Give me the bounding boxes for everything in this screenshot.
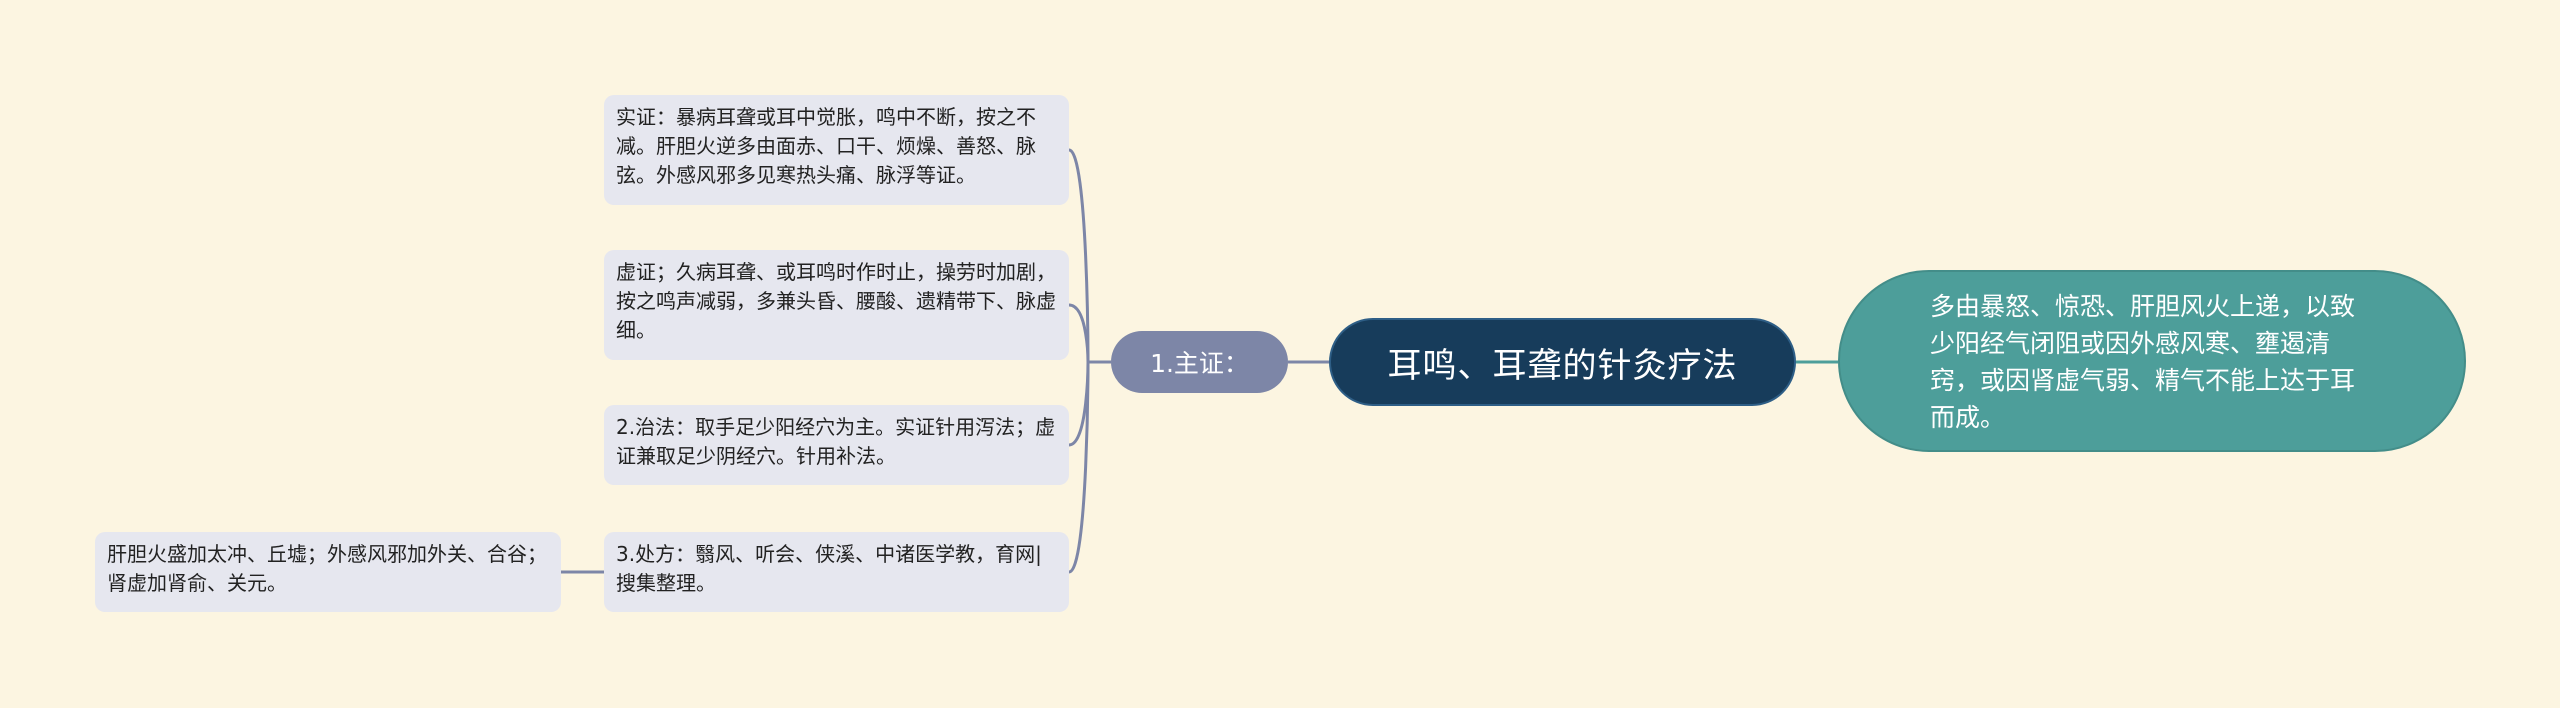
root-topic[interactable]: 耳鸣、耳聋的针灸疗法 bbox=[1329, 318, 1796, 406]
main-symptom-topic[interactable]: 1.主证： bbox=[1111, 331, 1288, 393]
connector-main-leaf3 bbox=[1068, 360, 1111, 447]
main-symptom-label: 1.主证： bbox=[1150, 349, 1249, 378]
treatment-method-node[interactable]: 2.治法：取手足少阳经穴为主。实证针用泻法；虚证兼取足少阴经穴。针用补法。 bbox=[604, 405, 1069, 485]
modification-text: 肝胆火盛加太冲、丘墟；外感风邪加外关、合谷；肾虚加肾俞、关元。 bbox=[107, 542, 547, 595]
deficiency-syndrome-text: 虚证；久病耳聋、或耳鸣时作时止，操劳时加剧，按之鸣声减弱，多兼头昏、腰酸、遗精带… bbox=[616, 260, 1056, 342]
treatment-method-text: 2.治法：取手足少阳经穴为主。实证针用泻法；虚证兼取足少阴经穴。针用补法。 bbox=[616, 415, 1056, 468]
excess-syndrome-text: 实证：暴病耳聋或耳中觉胀，鸣中不断，按之不减。肝胆火逆多由面赤、口干、烦燥、善怒… bbox=[616, 105, 1036, 187]
modification-node[interactable]: 肝胆火盛加太冲、丘墟；外感风邪加外关、合谷；肾虚加肾俞、关元。 bbox=[95, 532, 561, 612]
deficiency-syndrome-node[interactable]: 虚证；久病耳聋、或耳鸣时作时止，操劳时加剧，按之鸣声减弱，多兼头昏、腰酸、遗精带… bbox=[604, 250, 1069, 360]
excess-syndrome-node[interactable]: 实证：暴病耳聋或耳中觉胀，鸣中不断，按之不减。肝胆火逆多由面赤、口干、烦燥、善怒… bbox=[604, 95, 1069, 205]
connector-main-leaf4 bbox=[1068, 360, 1111, 574]
summary-note-text: 多由暴怒、惊恐、肝胆风火上递，以致少阳经气闭阻或因外感风寒、壅遏清窍，或因肾虚气… bbox=[1930, 292, 2356, 432]
connector-main-leaf1 bbox=[1068, 148, 1111, 364]
prescription-text: 3.处方：翳风、听会、侠溪、中诸医学教，育网|搜集整理。 bbox=[616, 542, 1042, 595]
root-topic-label: 耳鸣、耳聋的针灸疗法 bbox=[1387, 345, 1738, 386]
summary-note[interactable]: 多由暴怒、惊恐、肝胆风火上递，以致少阳经气闭阻或因外感风寒、壅遏清窍，或因肾虚气… bbox=[1838, 270, 2466, 452]
prescription-node[interactable]: 3.处方：翳风、听会、侠溪、中诸医学教，育网|搜集整理。 bbox=[604, 532, 1069, 612]
connector-main-leaf2 bbox=[1068, 303, 1111, 364]
